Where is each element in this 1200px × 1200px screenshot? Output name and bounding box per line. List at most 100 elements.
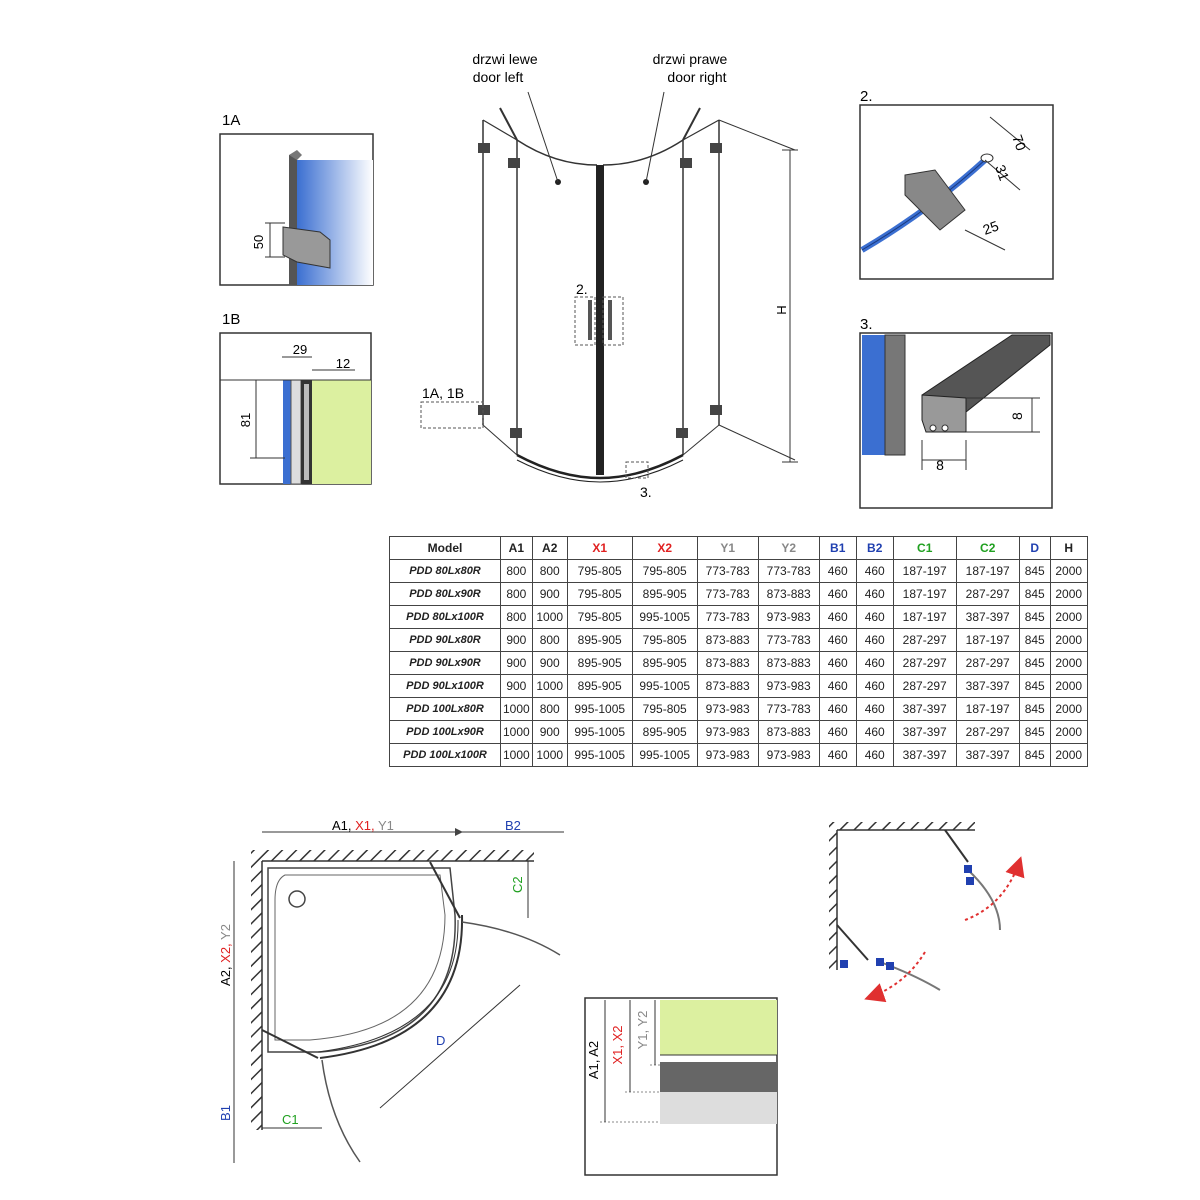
table-cell-model: PDD 90Lx90R <box>389 651 501 675</box>
table-cell: 973-983 <box>696 697 759 721</box>
table-cell: 2000 <box>1049 651 1088 675</box>
door-opening-diagram <box>829 822 1025 1003</box>
table-cell: 460 <box>855 697 894 721</box>
table-cell: 795-805 <box>566 582 633 606</box>
table-header-y1: Y1 <box>696 536 759 560</box>
table-cell: 795-805 <box>631 559 698 583</box>
table-cell: 387-397 <box>892 743 957 767</box>
table-cell: 2000 <box>1049 743 1088 767</box>
table-cell: 900 <box>500 651 533 675</box>
table-cell: 460 <box>818 582 857 606</box>
dim-8-vertical: 8 <box>1009 412 1025 420</box>
table-header-d: D <box>1018 536 1051 560</box>
table-cell: 287-297 <box>892 628 957 652</box>
table-cell: 1000 <box>500 720 533 744</box>
table-header-c2: C2 <box>955 536 1020 560</box>
table-cell: 795-805 <box>566 559 633 583</box>
table-cell: 895-905 <box>631 720 698 744</box>
table-cell: 873-883 <box>696 651 759 675</box>
table-header-x1: X1 <box>566 536 633 560</box>
table-cell: 845 <box>1018 559 1051 583</box>
table-cell: 2000 <box>1049 720 1088 744</box>
table-cell-model: PDD 100Lx90R <box>389 720 501 744</box>
table-cell: 460 <box>855 674 894 698</box>
table-cell: 460 <box>855 743 894 767</box>
table-cell: 845 <box>1018 674 1051 698</box>
table-cell: 187-197 <box>955 628 1020 652</box>
door-left-label-pl: drzwi lewe <box>472 51 538 67</box>
table-cell: 773-783 <box>696 559 759 583</box>
table-cell: 187-197 <box>955 559 1020 583</box>
plan-b2: B2 <box>505 818 521 833</box>
dim-81: 81 <box>238 413 253 427</box>
detail-1a <box>219 133 374 286</box>
table-cell-model: PDD 100Lx100R <box>389 743 501 767</box>
table-cell: 800 <box>531 697 568 721</box>
table-cell: 795-805 <box>631 697 698 721</box>
table-cell: 845 <box>1018 697 1051 721</box>
table-cell: 1000 <box>531 674 568 698</box>
dim-12: 12 <box>336 356 350 371</box>
table-cell: 845 <box>1018 743 1051 767</box>
table-cell: 287-297 <box>955 720 1020 744</box>
table-cell: 895-905 <box>566 674 633 698</box>
table-cell: 895-905 <box>631 651 698 675</box>
plan-left-dim: A2, X2, Y2 <box>218 924 233 986</box>
door-right-label-en: door right <box>667 69 726 85</box>
detail-3 <box>859 332 1053 509</box>
table-cell: 900 <box>500 628 533 652</box>
table-cell: 2000 <box>1049 605 1088 629</box>
table-cell: 900 <box>531 582 568 606</box>
table-cell: 2000 <box>1049 628 1088 652</box>
table-cell: 873-883 <box>757 651 820 675</box>
table-cell: 1000 <box>531 605 568 629</box>
table-cell: 845 <box>1018 628 1051 652</box>
table-cell: 2000 <box>1049 674 1088 698</box>
callout-2-label: 2. <box>576 281 588 297</box>
plan-b1: B1 <box>218 1105 233 1121</box>
table-header-y2: Y2 <box>757 536 820 560</box>
table-cell: 995-1005 <box>631 674 698 698</box>
table-cell: 995-1005 <box>566 743 633 767</box>
table-cell: 187-197 <box>892 605 957 629</box>
table-cell-model: PDD 90Lx100R <box>389 674 501 698</box>
table-cell: 800 <box>500 559 533 583</box>
table-cell: 795-805 <box>566 605 633 629</box>
table-cell: 800 <box>500 605 533 629</box>
table-cell: 845 <box>1018 605 1051 629</box>
detail-3-title: 3. <box>860 316 873 333</box>
table-cell: 460 <box>818 605 857 629</box>
table-cell: 460 <box>818 674 857 698</box>
dim-25: 25 <box>981 217 1001 237</box>
table-cell: 460 <box>855 720 894 744</box>
table-cell: 460 <box>818 720 857 744</box>
table-cell: 995-1005 <box>631 605 698 629</box>
table-cell: 845 <box>1018 720 1051 744</box>
table-cell: 387-397 <box>955 674 1020 698</box>
plan-d: D <box>436 1033 445 1048</box>
detail-2 <box>859 104 1054 280</box>
table-cell: 2000 <box>1049 697 1088 721</box>
table-cell: 973-983 <box>757 674 820 698</box>
table-cell: 973-983 <box>696 720 759 744</box>
table-cell: 387-397 <box>892 697 957 721</box>
table-cell: 800 <box>531 559 568 583</box>
table-cell: 773-783 <box>696 605 759 629</box>
table-cell: 900 <box>531 651 568 675</box>
table-cell: 287-297 <box>955 651 1020 675</box>
cabin-3d-view <box>420 91 798 483</box>
table-cell: 187-197 <box>892 582 957 606</box>
table-cell: 187-197 <box>955 697 1020 721</box>
table-cell: 995-1005 <box>631 743 698 767</box>
table-cell: 460 <box>855 605 894 629</box>
table-cell: 1000 <box>500 743 533 767</box>
plan-c2: C2 <box>510 876 525 893</box>
table-header-h: H <box>1049 536 1088 560</box>
table-cell: 895-905 <box>566 628 633 652</box>
table-cell: 895-905 <box>566 651 633 675</box>
